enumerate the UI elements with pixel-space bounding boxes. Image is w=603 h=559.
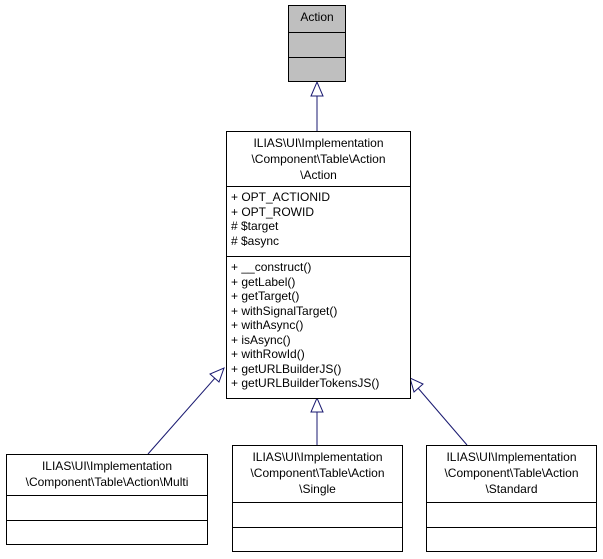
operation-get-url-builder-js: + getURLBuilderJS() bbox=[231, 361, 342, 376]
edge-multi-to-table-action bbox=[147, 367, 225, 455]
operation-with-row-id: + withRowId() bbox=[231, 347, 305, 361]
class-title: ILIAS\UI\Implementation \Component\Table… bbox=[427, 446, 596, 502]
edge-single-to-table-action bbox=[310, 396, 324, 445]
operation-construct: + __construct() bbox=[231, 260, 312, 274]
operations-section bbox=[7, 520, 207, 544]
class-multi[interactable]: ILIAS\UI\Implementation \Component\Table… bbox=[6, 454, 208, 545]
attributes-section bbox=[289, 32, 345, 57]
operations-section bbox=[233, 527, 402, 551]
attributes-section: + OPT_ACTIONID + OPT_ROWID # $target # $… bbox=[227, 186, 410, 256]
class-action[interactable]: Action bbox=[288, 5, 346, 82]
operation-with-signal-target: + withSignalTarget() bbox=[231, 303, 338, 318]
attribute-target: # $target bbox=[231, 219, 279, 233]
class-single[interactable]: ILIAS\UI\Implementation \Component\Table… bbox=[232, 445, 403, 552]
attribute-opt-actionid: + OPT_ACTIONID bbox=[231, 190, 331, 204]
attributes-section bbox=[233, 502, 402, 527]
class-name-line: \Component\Table\Action bbox=[444, 466, 579, 480]
class-title: Action bbox=[289, 6, 345, 32]
operation-get-target: + getTarget() bbox=[231, 289, 300, 303]
attribute-async: # $async bbox=[231, 233, 280, 248]
class-name-line: \Component\Table\Action bbox=[251, 152, 386, 166]
operation-get-label: + getLabel() bbox=[231, 274, 296, 289]
operations-section bbox=[289, 57, 345, 81]
operation-get-url-builder-tokens-js: + getURLBuilderTokensJS() bbox=[231, 376, 380, 390]
class-name-line: \Single bbox=[299, 482, 336, 496]
operation-is-async: + isAsync() bbox=[231, 332, 291, 347]
class-name-line: \Component\Table\Action\Multi bbox=[25, 475, 189, 489]
class-table-action[interactable]: ILIAS\UI\Implementation \Component\Table… bbox=[226, 131, 411, 399]
edge-standard-to-table-action bbox=[409, 377, 468, 446]
class-title: ILIAS\UI\Implementation \Component\Table… bbox=[227, 132, 410, 186]
class-title: ILIAS\UI\Implementation \Component\Table… bbox=[7, 455, 207, 495]
class-title: ILIAS\UI\Implementation \Component\Table… bbox=[233, 446, 402, 502]
class-name-line: \Action bbox=[300, 168, 337, 182]
class-name-line: \Component\Table\Action bbox=[250, 466, 385, 480]
class-name-line: ILIAS\UI\Implementation bbox=[41, 459, 173, 473]
operations-section: + __construct() + getLabel() + getTarget… bbox=[227, 256, 410, 398]
attribute-opt-rowid: + OPT_ROWID bbox=[231, 204, 315, 219]
class-name-line: ILIAS\UI\Implementation bbox=[446, 450, 577, 464]
class-name-line: \Standard bbox=[485, 482, 538, 496]
edge-table-action-to-action bbox=[310, 80, 324, 131]
attributes-section bbox=[7, 495, 207, 520]
class-name-line: Action bbox=[300, 10, 334, 24]
class-name-line: ILIAS\UI\Implementation bbox=[252, 450, 383, 464]
operations-section bbox=[427, 527, 596, 551]
attributes-section bbox=[427, 502, 596, 527]
operation-with-async: + withAsync() bbox=[231, 318, 304, 332]
class-name-line: ILIAS\UI\Implementation bbox=[253, 136, 384, 150]
class-standard[interactable]: ILIAS\UI\Implementation \Component\Table… bbox=[426, 445, 597, 552]
